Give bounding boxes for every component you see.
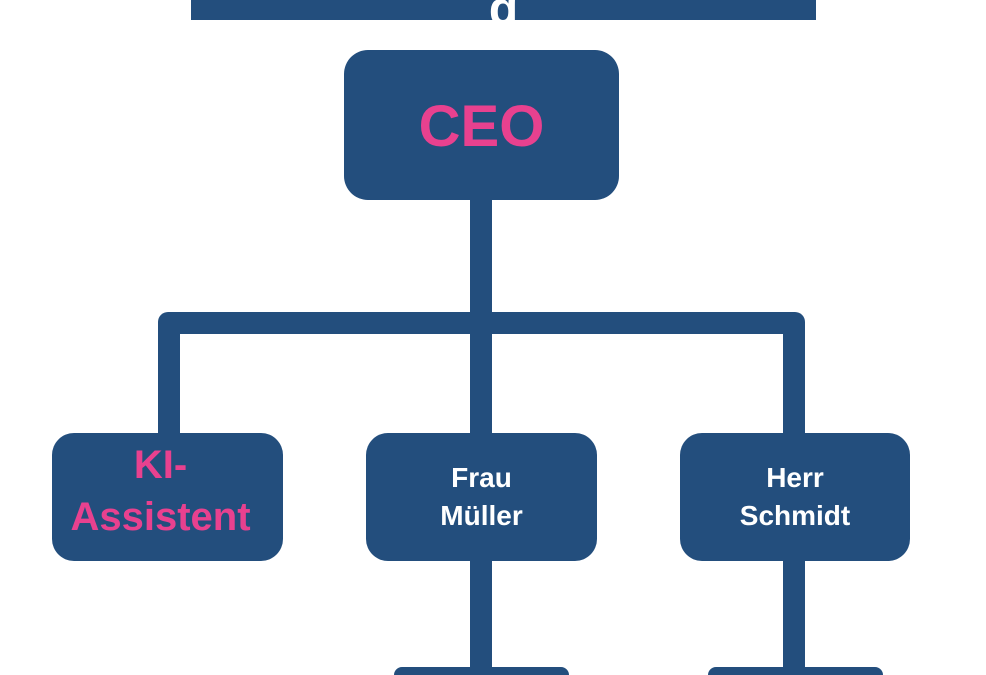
herr-schmidt-down-connector	[783, 559, 805, 675]
frau-mueller-label-line2: Müller	[440, 500, 523, 531]
ki-assistent-label-line2: Assistent	[70, 495, 251, 539]
middle-drop-connector	[470, 322, 492, 435]
ceo-label: CEO	[418, 94, 545, 159]
right-drop-connector	[783, 322, 805, 435]
frau-mueller-node: Frau Müller	[366, 433, 597, 561]
ki-assistent-label-line1: KI-	[133, 443, 188, 487]
left-drop-connector	[158, 322, 180, 435]
ceo-node: CEO	[344, 50, 619, 200]
ceo-trunk-connector	[470, 198, 492, 322]
frau-mueller-subordinate-node	[394, 667, 569, 675]
herr-schmidt-label-line2: Schmidt	[739, 500, 851, 531]
herr-schmidt-subordinate-node	[708, 667, 883, 675]
herr-schmidt-label-line1: Herr	[766, 462, 824, 493]
herr-schmidt-node: Herr Schmidt	[680, 433, 910, 561]
frau-mueller-down-connector	[470, 559, 492, 675]
title-banner: g	[191, 0, 816, 20]
ki-assistent-node: KI- Assistent	[52, 433, 283, 561]
title-text: g	[191, 0, 816, 20]
frau-mueller-label-line1: Frau	[451, 462, 512, 493]
